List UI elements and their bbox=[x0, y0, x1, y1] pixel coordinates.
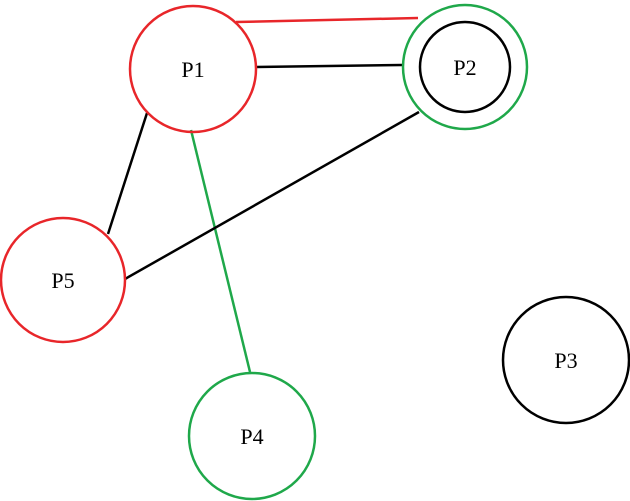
node-p5-label: P5 bbox=[51, 268, 74, 293]
node-p1-label: P1 bbox=[181, 57, 204, 82]
edge-p1-p2-black bbox=[255, 63, 403, 69]
node-p5: P5 bbox=[0, 216, 127, 344]
node-p3-circle bbox=[501, 295, 630, 425]
node-p2: P2 bbox=[401, 3, 529, 131]
node-p3: P3 bbox=[501, 295, 630, 425]
node-p4-label: P4 bbox=[240, 424, 263, 449]
node-p2-inner-circle bbox=[418, 20, 512, 114]
node-p4-circle bbox=[187, 371, 317, 501]
edge-p1-p2-red bbox=[235, 16, 419, 24]
node-p1-circle bbox=[128, 4, 258, 134]
node-p2-label: P2 bbox=[453, 55, 476, 80]
node-p4: P4 bbox=[187, 371, 317, 501]
node-p3-label: P3 bbox=[554, 348, 577, 373]
edge-p1-p4 bbox=[189, 129, 252, 373]
node-p5-circle bbox=[0, 216, 127, 344]
node-p1: P1 bbox=[128, 4, 258, 134]
edge-p1-p5 bbox=[106, 112, 149, 235]
node-p2-outer-circle bbox=[401, 3, 529, 131]
edge-p5-p2 bbox=[124, 110, 420, 281]
edges-group bbox=[106, 16, 420, 373]
